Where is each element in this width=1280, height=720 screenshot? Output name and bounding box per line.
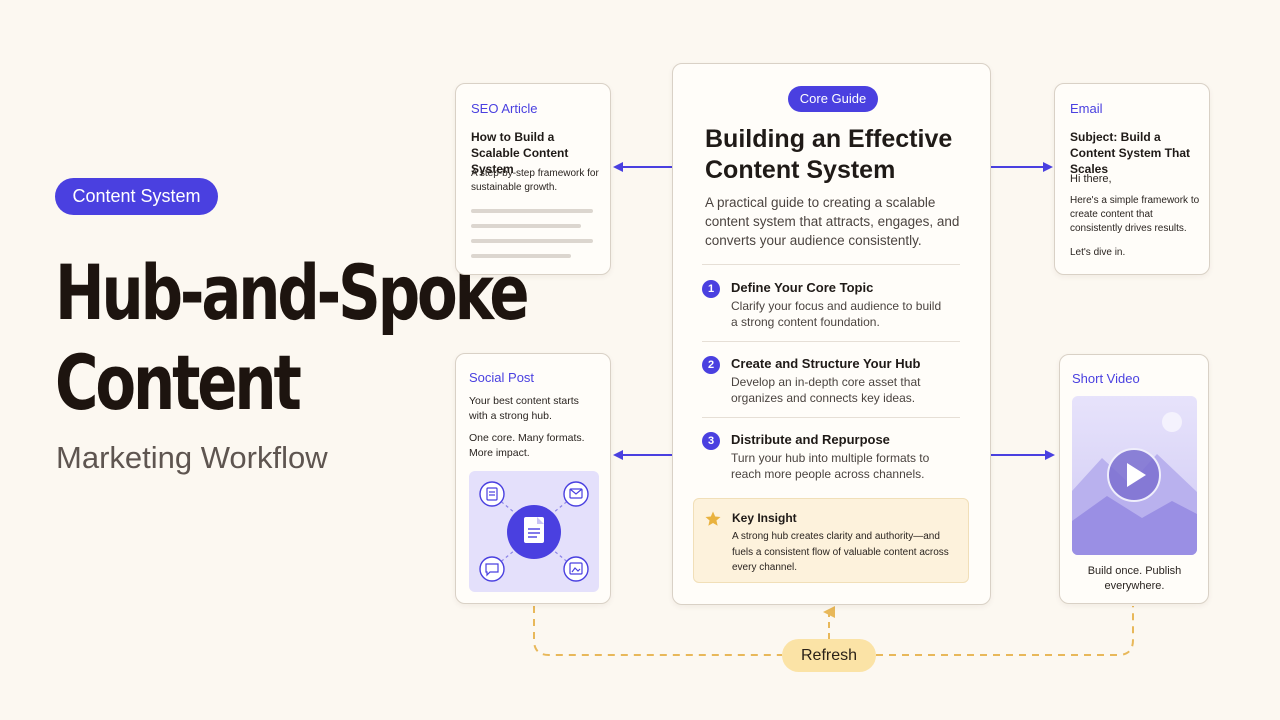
social-post-label: Social Post [469, 370, 535, 385]
step-title-1: Define Your Core Topic [731, 280, 874, 295]
hub-spoke-graphic [469, 471, 599, 592]
placeholder-line [471, 239, 593, 243]
seo-article-label: SEO Article [471, 101, 538, 116]
email-closing: Let's dive in. [1070, 247, 1126, 258]
placeholder-line [471, 254, 571, 258]
short-video-caption: Build once. Publish everywhere. [1087, 565, 1182, 592]
email-body: Here's a simple framework to create cont… [1070, 195, 1200, 234]
video-thumbnail-image [1072, 396, 1197, 555]
short-video-card: Short Video Build once. Publish everywhe… [1059, 354, 1209, 604]
main-title: Hub-and-Spoke Content [55, 248, 530, 428]
social-post-card: Social Post Your best content starts wit… [455, 353, 611, 604]
subtitle: Marketing Workflow [56, 440, 328, 475]
core-guide-description: A practical guide to creating a scalable… [705, 195, 960, 248]
content-system-tag: Content System [55, 178, 218, 215]
divider [702, 417, 960, 418]
divider [702, 264, 960, 265]
seo-article-text: A step-by-step framework for sustainable… [471, 168, 599, 193]
key-insight-box: Key Insight A strong hub creates clarity… [693, 498, 969, 583]
refresh-loop-right [876, 606, 1134, 656]
seo-article-heading: How to Build a Scalable Content System [471, 130, 569, 176]
step-number-2: 2 [702, 356, 720, 374]
social-post-text2: One core. Many formats. More impact. [469, 432, 585, 459]
email-card: Email Subject: Build a Content System Th… [1054, 83, 1210, 275]
email-greeting: Hi there, [1070, 173, 1112, 185]
social-post-text1: Your best content starts with a strong h… [469, 395, 579, 422]
step-desc-2: Develop an in-depth core asset that orga… [731, 375, 921, 405]
hub-spoke-diagram-icon [479, 481, 589, 582]
placeholder-line [471, 209, 593, 213]
key-insight-text: A strong hub creates clarity and authori… [732, 531, 949, 573]
main-title-line1: Hub-and-Spoke [55, 248, 530, 337]
divider [702, 341, 960, 342]
core-guide-card: Core Guide Building an Effective Content… [672, 63, 991, 605]
core-guide-title: Building an Effective Content System [705, 125, 953, 184]
seo-article-card: SEO Article How to Build a Scalable Cont… [455, 83, 611, 275]
refresh-loop-left [533, 606, 782, 656]
video-thumbnail[interactable] [1072, 396, 1197, 555]
video-play-icon[interactable] [1108, 449, 1160, 501]
key-insight-title: Key Insight [732, 511, 797, 525]
email-label: Email [1070, 101, 1103, 116]
step-number-1: 1 [702, 280, 720, 298]
step-title-3: Distribute and Repurpose [731, 432, 890, 447]
short-video-label: Short Video [1072, 371, 1140, 386]
email-subject: Subject: Build a Content System That Sca… [1070, 130, 1191, 176]
placeholder-line [471, 224, 581, 228]
step-title-2: Create and Structure Your Hub [731, 356, 921, 371]
core-guide-pill: Core Guide [788, 86, 878, 112]
star-icon [705, 511, 721, 526]
step-desc-1: Clarify your focus and audience to build… [731, 299, 942, 329]
refresh-button[interactable]: Refresh [782, 639, 876, 672]
main-title-line2: Content [55, 338, 302, 427]
step-number-3: 3 [702, 432, 720, 450]
step-desc-3: Turn your hub into multiple formats to r… [731, 451, 930, 481]
